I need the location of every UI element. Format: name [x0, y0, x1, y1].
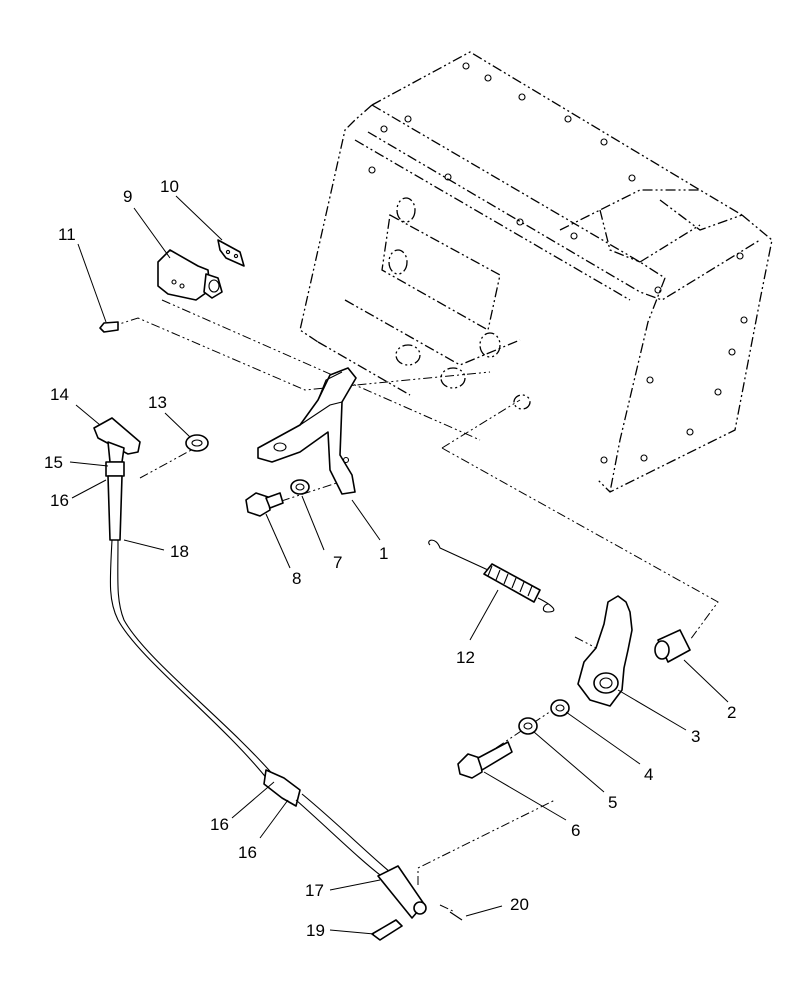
callout-6: 6 — [571, 821, 580, 840]
lever-part — [577, 595, 633, 707]
washer-13-part — [185, 434, 209, 452]
callout-16b: 16 — [210, 815, 229, 834]
screw-part — [99, 321, 119, 333]
clip-part — [217, 239, 245, 267]
callout-8: 8 — [292, 569, 301, 588]
bracket-part — [257, 367, 357, 495]
callout-11: 11 — [58, 225, 76, 244]
callout-2: 2 — [727, 703, 736, 722]
callout-7: 7 — [333, 553, 342, 572]
callout-9: 9 — [123, 187, 132, 206]
callout-19: 19 — [306, 921, 325, 940]
callout-18: 18 — [170, 542, 189, 561]
pin-part — [371, 919, 403, 941]
cotter-pin-part — [449, 911, 463, 921]
housing-phantom — [299, 51, 773, 493]
callout-5: 5 — [608, 793, 617, 812]
bolt-6-part — [457, 741, 513, 779]
leader-lines — [69, 195, 729, 935]
callout-3: 3 — [691, 727, 700, 746]
callout-1: 1 — [379, 544, 388, 563]
cable-assembly — [93, 417, 427, 919]
callouts: 1 2 3 4 5 6 7 8 9 10 11 12 13 14 15 16 1… — [44, 177, 736, 940]
callout-13: 13 — [148, 393, 167, 412]
callout-17: 17 — [305, 881, 324, 900]
spring-part — [428, 539, 555, 613]
sensor-part — [157, 249, 223, 301]
washer-4-part — [550, 699, 570, 717]
bolt-part — [245, 492, 284, 517]
callout-14: 14 — [50, 385, 69, 404]
callout-4: 4 — [644, 765, 653, 784]
callout-20: 20 — [510, 895, 529, 914]
callout-15: 15 — [44, 453, 63, 472]
washer-5-part — [518, 717, 538, 735]
assembly-centerlines — [109, 299, 719, 913]
callout-16a: 16 — [50, 491, 69, 510]
callout-16c: 16 — [238, 843, 257, 862]
callout-12: 12 — [456, 648, 475, 667]
washer-part — [290, 479, 310, 495]
callout-10: 10 — [160, 177, 179, 196]
bushing-part — [654, 629, 691, 663]
